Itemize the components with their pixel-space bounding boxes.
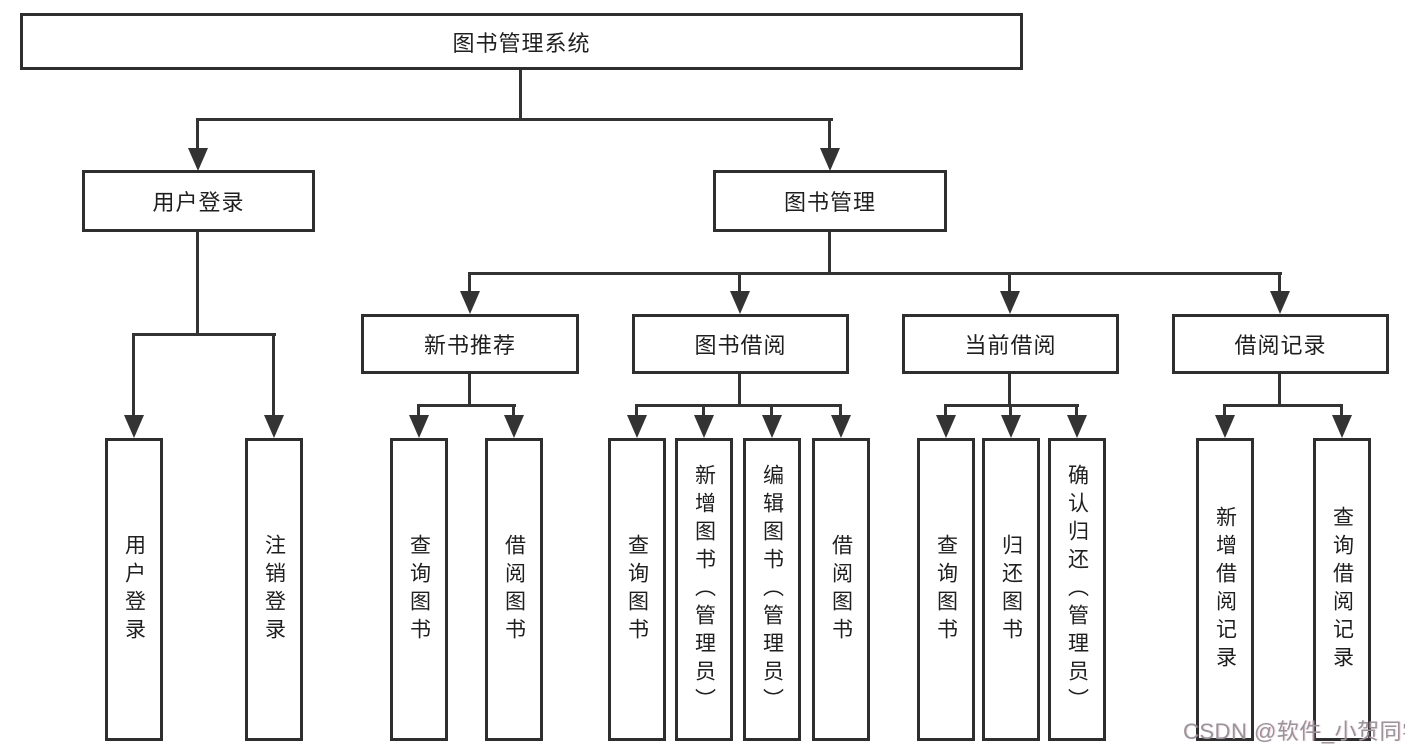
arrow-down-icon (409, 415, 429, 438)
connector-line (1278, 272, 1281, 294)
arrow-down-icon (627, 415, 647, 438)
connector-line (468, 272, 471, 294)
arrow-down-icon (694, 415, 714, 438)
node-library-system: 图书管理系统 (20, 13, 1023, 70)
arrow-down-icon (1001, 415, 1021, 438)
arrow-down-icon (124, 415, 144, 438)
connector-line (635, 404, 638, 418)
node-return-books: 归还图书 (982, 438, 1040, 741)
connector-line (1008, 374, 1011, 405)
node-current-borrowing: 当前借阅 (902, 314, 1119, 374)
connector-line (196, 118, 199, 152)
connector-line (828, 232, 831, 273)
node-add-books-admin: 新增图书（管理员） (675, 438, 733, 741)
connector-line (1278, 374, 1281, 405)
connector-line (828, 118, 831, 152)
connector-line (944, 404, 947, 418)
arrow-down-icon (820, 148, 840, 171)
arrow-down-icon (504, 415, 524, 438)
arrow-down-icon (264, 415, 284, 438)
connector-line (635, 404, 842, 407)
arrow-down-icon (1067, 415, 1087, 438)
connector-line (468, 374, 471, 405)
arrow-down-icon (936, 415, 956, 438)
arrow-down-icon (1215, 415, 1235, 438)
arrow-down-icon (1270, 291, 1290, 314)
node-logout-action: 注销登录 (245, 438, 303, 741)
connector-line (196, 232, 199, 335)
connector-line (519, 70, 522, 118)
node-book-borrowing: 图书借阅 (632, 314, 849, 374)
node-new-book-recommend: 新书推荐 (361, 314, 579, 374)
node-query-borrow-record: 查询借阅记录 (1313, 438, 1371, 741)
connector-line (770, 404, 773, 418)
connector-line (839, 404, 842, 418)
node-book-management: 图书管理 (713, 170, 947, 232)
connector-line (1009, 404, 1012, 418)
connector-line (738, 272, 741, 294)
connector-line (738, 374, 741, 405)
node-add-borrow-record: 新增借阅记录 (1196, 438, 1254, 741)
node-user-login: 用户登录 (82, 170, 315, 232)
connector-line (1223, 404, 1343, 407)
arrow-down-icon (831, 415, 851, 438)
connector-line (417, 404, 516, 407)
connector-line (132, 333, 276, 336)
arrow-down-icon (1332, 415, 1352, 438)
connector-line (196, 118, 833, 121)
arrow-down-icon (1000, 291, 1020, 314)
arrow-down-icon (730, 291, 750, 314)
node-query-books-newrec: 查询图书 (390, 438, 448, 741)
node-confirm-return-admin: 确认归还（管理员） (1048, 438, 1106, 741)
connector-line (417, 404, 420, 418)
node-borrow-books-newrec: 借阅图书 (485, 438, 543, 741)
connector-line (702, 404, 705, 418)
node-borrowing-records: 借阅记录 (1172, 314, 1389, 374)
connector-line (1340, 404, 1343, 418)
arrow-down-icon (762, 415, 782, 438)
arrow-down-icon (188, 148, 208, 171)
connector-line (1223, 404, 1226, 418)
connector-line (1008, 272, 1011, 294)
node-query-books-current: 查询图书 (917, 438, 975, 741)
connector-line (272, 333, 275, 417)
node-user-login-action: 用户登录 (105, 438, 163, 741)
connector-line (512, 404, 515, 418)
arrow-down-icon (460, 291, 480, 314)
connector-line (1075, 404, 1078, 418)
connector-line (468, 272, 1282, 275)
node-edit-books-admin: 编辑图书（管理员） (743, 438, 801, 741)
node-query-books-borrow: 查询图书 (608, 438, 666, 741)
connector-line (132, 333, 135, 417)
watermark: CSDN @软件_小贺同学 (1183, 719, 1405, 744)
node-borrow-books-borrow: 借阅图书 (812, 438, 870, 741)
